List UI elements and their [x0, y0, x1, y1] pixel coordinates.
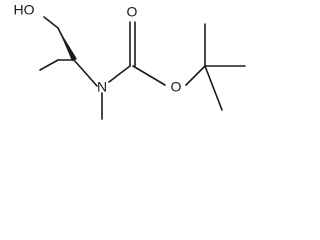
bond-group [39, 16, 246, 120]
atom-labels: HO O N O [14, 2, 182, 95]
bond-nitrogen-carbonyl [108, 65, 131, 83]
bond-hydroxyl-ch2 [43, 16, 59, 29]
atom-label-ester-oxygen: O [171, 79, 182, 95]
atom-label-carbonyl-oxygen: O [127, 4, 138, 20]
chemical-structure-diagram: HO O N O [14, 2, 246, 120]
atom-label-nitrogen: N [97, 79, 107, 95]
bond-carbonyl-ester-oxygen [132, 65, 166, 86]
bond-ethyl-ch3 [39, 59, 59, 71]
stereo-wedge-bond [58, 28, 77, 61]
bond-stereocenter-nitrogen [73, 59, 98, 87]
bond-quaternary-methyl-bottom [204, 65, 223, 111]
bond-ester-oxygen-quaternary [185, 65, 206, 86]
atom-label-hydroxyl: HO [14, 2, 35, 18]
